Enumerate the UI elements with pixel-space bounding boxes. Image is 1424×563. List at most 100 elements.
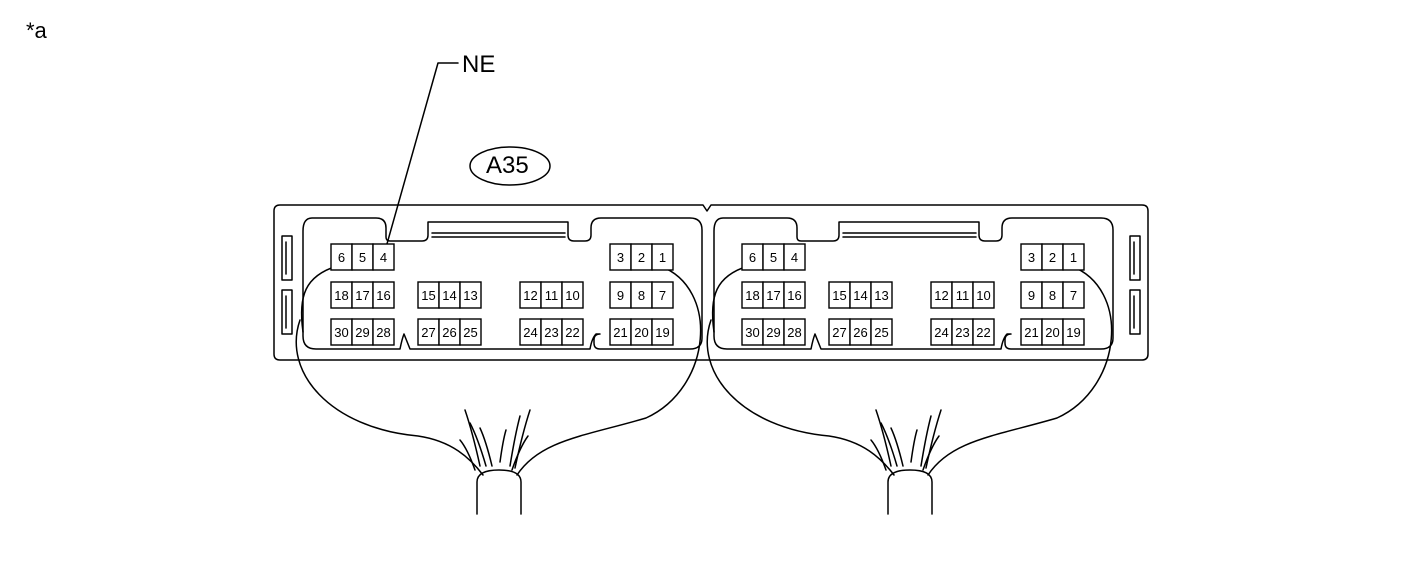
pin-number-30: 30 [334,325,348,340]
pin-number-13: 13 [874,288,888,303]
wire-strand [464,409,481,467]
harness-wire-loop [300,265,338,333]
wire-strand [459,439,476,471]
signal-label-ne: NE [462,51,496,78]
side-latch-2 [281,289,293,335]
pin-cell [972,281,995,309]
pin-number-20: 20 [1045,325,1059,340]
wire-strand [499,429,507,463]
pin-number-12: 12 [523,288,537,303]
pin-number-2: 2 [1049,250,1056,265]
connector-housing-outline [273,204,1149,361]
pin-number-17: 17 [355,288,369,303]
pin-number-24: 24 [934,325,948,340]
harness-wire-loop [516,265,702,476]
pin-number-25: 25 [463,325,477,340]
side-latch-3 [1129,235,1141,281]
pin-cell [1062,318,1085,346]
pin-number-23: 23 [544,325,558,340]
pin-cell [561,318,584,346]
callout-leader-line [382,62,459,259]
pin-number-21: 21 [1024,325,1038,340]
harness-wire-loop [927,265,1113,476]
pin-number-8: 8 [638,288,645,303]
pin-number-25: 25 [874,325,888,340]
pin-number-4: 4 [791,250,798,265]
pin-number-14: 14 [853,288,867,303]
pin-number-6: 6 [338,250,345,265]
wire-strand [880,422,898,467]
pin-number-9: 9 [1028,288,1035,303]
pin-number-15: 15 [421,288,435,303]
pin-number-1: 1 [1070,250,1077,265]
connector-half-1-outline [302,217,703,350]
connector-id-ellipse [469,146,551,186]
pin-cell [372,281,395,309]
pin-number-11: 11 [545,288,559,303]
pin-number-21: 21 [613,325,627,340]
pin-cell [1062,281,1085,309]
pin-number-27: 27 [832,325,846,340]
pin-number-19: 19 [1066,325,1080,340]
pin-number-8: 8 [1049,288,1056,303]
side-latch-4 [1129,289,1141,335]
wire-strand [925,409,942,469]
pin-number-2: 2 [638,250,645,265]
pin-cell [372,243,395,271]
pin-number-16: 16 [787,288,801,303]
pin-number-3: 3 [617,250,624,265]
pin-number-22: 22 [565,325,579,340]
pin-cell [459,318,482,346]
pin-number-7: 7 [1070,288,1077,303]
harness-wire-loop [706,319,895,476]
pin-cell [870,281,893,309]
pin-number-22: 22 [976,325,990,340]
pin-number-29: 29 [766,325,780,340]
pin-number-23: 23 [955,325,969,340]
pin-cell [561,281,584,309]
pin-number-11: 11 [956,288,970,303]
wire-strand [920,415,932,467]
pin-number-1: 1 [659,250,666,265]
pin-cell [783,243,806,271]
wire-strand [910,429,918,463]
pin-number-12: 12 [934,288,948,303]
pin-number-10: 10 [565,288,579,303]
pin-number-20: 20 [634,325,648,340]
pin-cell [651,318,674,346]
pin-number-18: 18 [334,288,348,303]
connector-half-2-outline [713,217,1114,350]
pin-number-7: 7 [659,288,666,303]
wire-bundle-sleeve [476,469,522,515]
wire-strand [479,427,493,467]
pin-cell [972,318,995,346]
pin-cell [651,243,674,271]
wire-strand [509,415,521,467]
pin-number-18: 18 [745,288,759,303]
pin-cell [783,318,806,346]
wire-strand [890,427,904,467]
pin-number-26: 26 [442,325,456,340]
figure-label: *a [26,18,47,43]
pin-number-5: 5 [359,250,366,265]
pin-number-6: 6 [749,250,756,265]
wire-strand [922,435,940,471]
pin-number-4: 4 [380,250,387,265]
pin-number-29: 29 [355,325,369,340]
pin-number-17: 17 [766,288,780,303]
pin-number-5: 5 [770,250,777,265]
wire-strand [870,439,887,471]
pin-number-14: 14 [442,288,456,303]
pin-number-27: 27 [421,325,435,340]
pin-cell [783,281,806,309]
wire-bundle-sleeve [887,469,933,515]
side-latch-1 [281,235,293,281]
pin-number-28: 28 [376,325,390,340]
pin-number-13: 13 [463,288,477,303]
wire-strand [514,409,531,469]
wire-strand [469,422,487,467]
wire-strand [875,409,892,467]
pin-number-15: 15 [832,288,846,303]
